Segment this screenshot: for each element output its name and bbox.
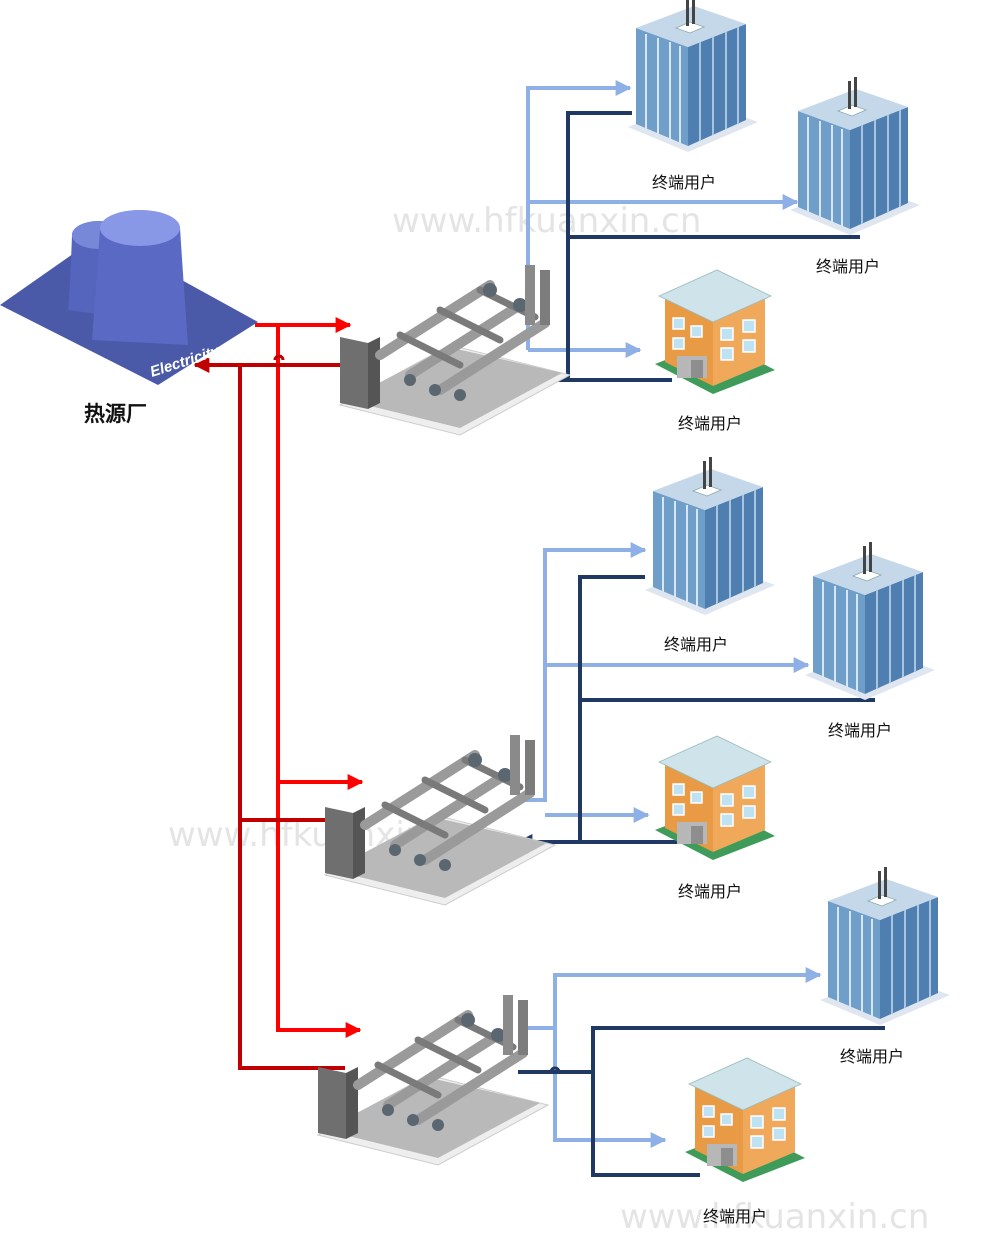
primary-return-2	[238, 365, 345, 822]
end-user-6: 终端用户	[654, 735, 776, 901]
primary-network	[193, 317, 364, 1070]
apartment-icon	[684, 1057, 806, 1183]
end-user-label: 终端用户	[840, 1047, 904, 1066]
office-tower-icon	[804, 541, 936, 701]
end-user-1: 终端用户	[627, 0, 759, 192]
watermark-bottom: www.hfkuanxin.cn	[620, 1197, 929, 1237]
secondary-network-3	[518, 967, 885, 1177]
end-user-label: 终端用户	[678, 414, 742, 433]
apartment-icon	[654, 269, 776, 395]
end-user-2: 终端用户	[789, 76, 921, 276]
end-user-3: 终端用户	[654, 269, 776, 433]
heat-exchanger-station-3	[318, 995, 548, 1165]
end-user-label: 终端用户	[828, 721, 892, 740]
heat-exchanger-station-2	[325, 735, 555, 905]
office-tower-icon	[789, 76, 921, 236]
office-tower-icon	[819, 866, 951, 1026]
heat-source-plant: Electricity	[0, 210, 258, 385]
end-user-4: 终端用户	[644, 456, 776, 654]
secondary-network-1	[506, 80, 860, 388]
end-user-label: 终端用户	[703, 1207, 767, 1226]
heat-source-label: 热源厂	[84, 401, 147, 426]
watermark-top: www.hfkuanxin.cn	[392, 201, 701, 241]
end-user-label: 终端用户	[678, 882, 742, 901]
office-tower-icon	[627, 0, 759, 153]
end-user-label: 终端用户	[816, 257, 880, 276]
end-user-7: 终端用户	[819, 866, 951, 1066]
end-user-label: 终端用户	[652, 173, 716, 192]
end-user-label: 终端用户	[664, 635, 728, 654]
end-user-8: 终端用户	[684, 1057, 806, 1226]
end-user-5: 终端用户	[804, 541, 936, 740]
office-tower-icon	[644, 456, 776, 616]
primary-supply-trunk	[276, 325, 362, 1038]
primary-return-trunk	[238, 820, 345, 1070]
